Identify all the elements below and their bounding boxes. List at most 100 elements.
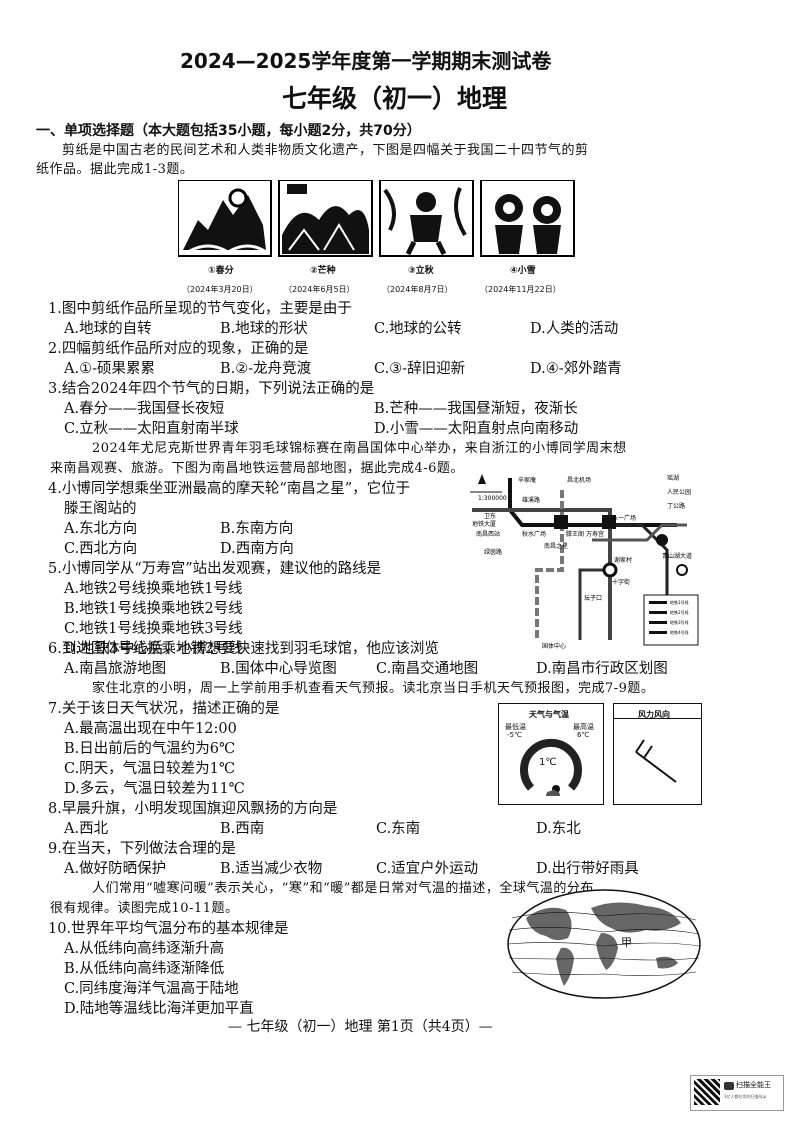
intro-text: 家住北京的小明，周一上学前用手机查看天气预报。读北京当日手机天气预报图，完成7-… [92,681,655,696]
high-temp-value: 6℃ [577,731,590,739]
option: B.适当减少衣物 [220,861,323,877]
option: B.国体中心导览图 [220,661,337,677]
option: A.地铁2号线换乘地铁1号线 [64,581,243,597]
option: A.从低纬向高纬逐渐升高 [64,941,225,957]
papercut-label: ③立秋 [408,266,434,276]
cs-logo-icon [724,1082,734,1090]
metro-station: 丁公路 [667,502,685,510]
intro-text: 来南昌观赛、旅游。下图为南昌地铁运营局部地图，据此完成4-6题。 [50,461,464,476]
option: C.东南 [376,821,421,837]
metro-station: 十字街 [612,578,630,586]
question-stem: 8.早晨升旗，小明发现国旗迎风飘扬的方向是 [48,801,338,817]
papercut-label: ①春分 [208,266,234,276]
map-label: 甲 [621,936,632,949]
question-stem: 5.小博同学从“万寿宫”站出发观赛，建议他的路线是 [48,561,382,577]
metro-station: 国体中心 [542,642,566,650]
intro-text: 很有规律。读图完成10-11题。 [50,901,239,916]
world-isotherm-map: 甲 [506,888,702,1000]
metro-station: 南昌西站 [476,530,500,538]
wind-barb-icon [635,739,677,783]
subject-title: 七年级（初一）地理 [282,84,508,113]
option: B.西南 [220,821,265,837]
metro-station: 卫东 [484,512,496,520]
option: A.①-硕果累累 [64,361,155,377]
option: C.适宜户外运动 [376,861,479,877]
option: D.地铁3号线换乘地铁2号线 [64,641,244,657]
cloudy-icon [546,785,560,796]
option: D.小雪——太阳直射点向南移动 [374,421,579,437]
metro-station: 谢家村 [614,556,632,564]
option: C.同纬度海洋气温高于陆地 [64,981,239,997]
papercut-label: ②芒种 [310,266,336,276]
option: A.南昌旅游地图 [64,661,167,677]
question-stem: 4.小博同学想乘坐亚洲最高的摩天轮“南昌之星”，它位于 [48,481,411,497]
stamp-text: 扫描全能王 [736,1081,771,1089]
metro-legend-item: 地铁1号线 [670,599,689,605]
metro-station: 滕王阁 [566,530,584,538]
option: D.出行带好雨具 [536,861,639,877]
option: B.从低纬向高纬逐渐降低 [64,961,225,977]
option: A.做好防晒保护 [64,861,167,877]
option: A.最高温出现在中午12:00 [64,721,237,737]
option: A.西北 [64,821,109,837]
metro-station: 昌北机场 [567,476,591,484]
question-stem: 3.结合2024年四个节气的日期，下列说法正确的是 [48,381,375,397]
option: C.立秋——太阳直射南半球 [64,421,239,437]
high-temp-label: 最高温 [573,723,594,731]
option: B.芒种——我国昼渐短，夜渐长 [374,401,578,417]
wind-panel: 风力风向 [613,703,702,805]
weather-panel-title: 天气与气温 [529,710,569,719]
papercut-images [177,179,576,258]
question-stem: 9.在当天，下列做法合理的是 [48,841,236,857]
metro-station: 青山湖大道 [662,552,692,560]
metro-scale: 1:300000 [478,495,507,502]
papercut-spring-image [177,179,272,257]
option: B.东南方向 [220,521,294,537]
option: C.地铁1号线换乘地铁3号线 [64,621,243,637]
option: C.③-辞旧迎新 [374,361,466,377]
question-stem: 7.关于该日天气状况，描述正确的是 [48,701,280,717]
metro-station: 万寿宫 [586,530,604,538]
intro-text: 2024年尤尼克斯世界青年羽毛球锦标赛在南昌国体中心举办，来自浙江的小博同学周末… [92,441,627,456]
section-heading: 一、单项选择题（本大题包括35小题，每小题2分，共70分） [36,123,421,139]
papercut-autumn-image [379,179,474,257]
papercut-date: （2024年8月7日） [382,285,453,294]
option: C.阴天，气温日较差为1℃ [64,761,236,777]
question-stem: 1.图中剪纸作品所呈现的节气变化，主要是由于 [48,301,352,317]
option: C.西北方向 [64,541,138,557]
metro-station: 辛家庵 [518,476,536,484]
metro-station: 雄溪路 [522,496,540,504]
option: D.多云，气温日较差为11℃ [64,781,245,797]
papercut-date: （2024年11月22日） [480,285,561,294]
option: A.地球的自转 [64,321,152,337]
question-stem: 滕王阁站的 [64,501,137,517]
weather-panel: 天气与气温 最低温 最高温 -5℃ 6℃ 1℃ [498,703,604,805]
option: B.地球的形状 [220,321,308,337]
question-stem: 10.世界年平均气温分布的基本规律是 [48,921,289,937]
page-footer: — 七年级（初一）地理 第1页（共4页）— [228,1019,493,1035]
scanner-stamp: 扫描全能王 3亿人都在用的扫描App [690,1075,784,1111]
option: A.春分——我国昼长夜短 [64,401,225,417]
intro-text: 纸作品。据此完成1-3题。 [36,162,194,177]
low-temp-label: 最低温 [505,723,526,731]
exam-title: 2024—2025学年度第一学期期末测试卷 [180,49,552,73]
wind-panel-title: 风力风向 [638,710,670,719]
intro-text: 人们常用“嘘寒问暖”表示关心，“寒”和“暖”都是日常对气温的描述，全球气温的分布 [92,881,594,896]
metro-station: 八一广场 [612,514,636,522]
intro-text: 剪纸是中国古老的民间艺术和人类非物质文化遗产，下图是四幅关于我国二十四节气的剪 [62,143,589,158]
low-temp-value: -5℃ [507,731,522,739]
option: B.②-龙舟竞渡 [220,361,312,377]
option: B.日出前后的气温约为6℃ [64,741,236,757]
question-stem: 6.到达国体中心后，小博想要快速找到羽毛球馆，他应该浏览 [48,641,439,657]
option: A.东北方向 [64,521,138,537]
papercut-date: （2024年6月5日） [284,285,355,294]
metro-legend-item: 地铁3号线 [670,619,689,625]
papercut-grain-image [278,179,373,257]
qr-code-icon [694,1079,720,1105]
metro-legend-item: 地铁4号线 [670,629,689,635]
question-stem: 2.四幅剪纸作品所对应的现象，正确的是 [48,341,309,357]
option: C.地球的公转 [374,321,462,337]
metro-station: 人民公园 [667,489,691,496]
option: D.南昌市行政区划图 [536,661,668,677]
metro-station: 南昌之星 [544,542,568,550]
